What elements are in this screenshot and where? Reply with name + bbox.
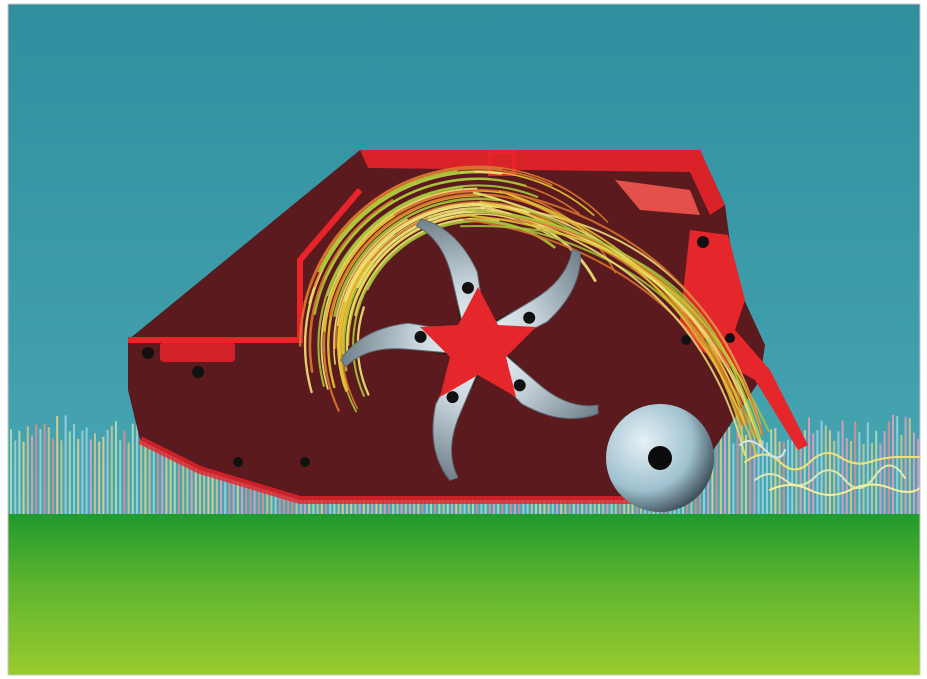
- crop-stalk: [73, 424, 75, 514]
- crop-stalk: [56, 416, 58, 514]
- crop-stalk: [728, 427, 730, 514]
- crop-stalk: [77, 439, 79, 514]
- crop-stalk: [31, 436, 33, 515]
- crop-stalk: [128, 443, 130, 514]
- crop-stalk: [44, 424, 46, 514]
- crop-stalk: [821, 421, 823, 514]
- crop-stalk: [812, 433, 814, 514]
- crop-stalk: [60, 440, 62, 514]
- crop-stalk: [52, 439, 54, 514]
- crop-stalk: [846, 438, 848, 514]
- crop-stalk: [111, 426, 113, 514]
- crop-stalk: [896, 416, 898, 514]
- crop-stalk: [737, 426, 739, 515]
- crop-stalk: [10, 429, 12, 514]
- crop-stalk: [884, 431, 886, 514]
- crop-stalk: [842, 421, 844, 514]
- crop-stalk: [892, 415, 894, 514]
- crop-stalk: [94, 433, 96, 514]
- crop-stalk: [905, 417, 907, 514]
- crop-stalk: [98, 442, 100, 514]
- crop-stalk: [48, 427, 50, 514]
- crop-stalk: [81, 431, 83, 514]
- crop-stalk: [795, 441, 797, 514]
- crop-stalk: [829, 430, 831, 514]
- crop-stalk: [102, 437, 104, 514]
- crop-stalk: [879, 444, 881, 515]
- crop-stalk: [770, 429, 772, 514]
- crop-stalk: [35, 424, 37, 514]
- crop-stalk: [774, 428, 776, 514]
- crop-stalk: [833, 441, 835, 514]
- crop-stalk: [850, 441, 852, 514]
- crop-stalk: [90, 439, 92, 514]
- crop-stalk: [18, 431, 20, 514]
- crop-stalk: [854, 421, 856, 514]
- crop-stalk: [863, 444, 865, 514]
- crop-stalk: [732, 443, 734, 514]
- crop-stalk: [917, 439, 919, 514]
- crop-stalk: [867, 422, 869, 514]
- crop-stalk: [909, 418, 911, 514]
- crop-stalk: [858, 432, 860, 514]
- crop-stalk: [888, 421, 890, 514]
- crop-stalk: [69, 431, 71, 514]
- crop-stalk: [115, 421, 117, 514]
- crop-stalk: [39, 429, 41, 514]
- crop-stalk: [23, 442, 25, 514]
- ground-field: [8, 514, 920, 675]
- crop-stalk: [123, 431, 125, 515]
- crop-stalk: [14, 441, 16, 515]
- crop-stalk: [86, 428, 88, 514]
- crop-stalk: [745, 435, 747, 514]
- crop-stalk: [787, 440, 789, 514]
- crop-stalk: [762, 440, 764, 514]
- crop-stalk: [107, 430, 109, 514]
- crop-stalk: [808, 417, 810, 514]
- crop-stalk: [132, 424, 134, 514]
- crop-stalk: [716, 439, 718, 514]
- crop-stalk: [119, 440, 121, 514]
- crop-stalk: [791, 441, 793, 514]
- crop-stalk: [27, 426, 29, 514]
- crop-stalk: [913, 433, 915, 515]
- ground-roller: [606, 404, 714, 512]
- crop-stalk: [65, 415, 67, 514]
- crop-stalk: [816, 430, 818, 514]
